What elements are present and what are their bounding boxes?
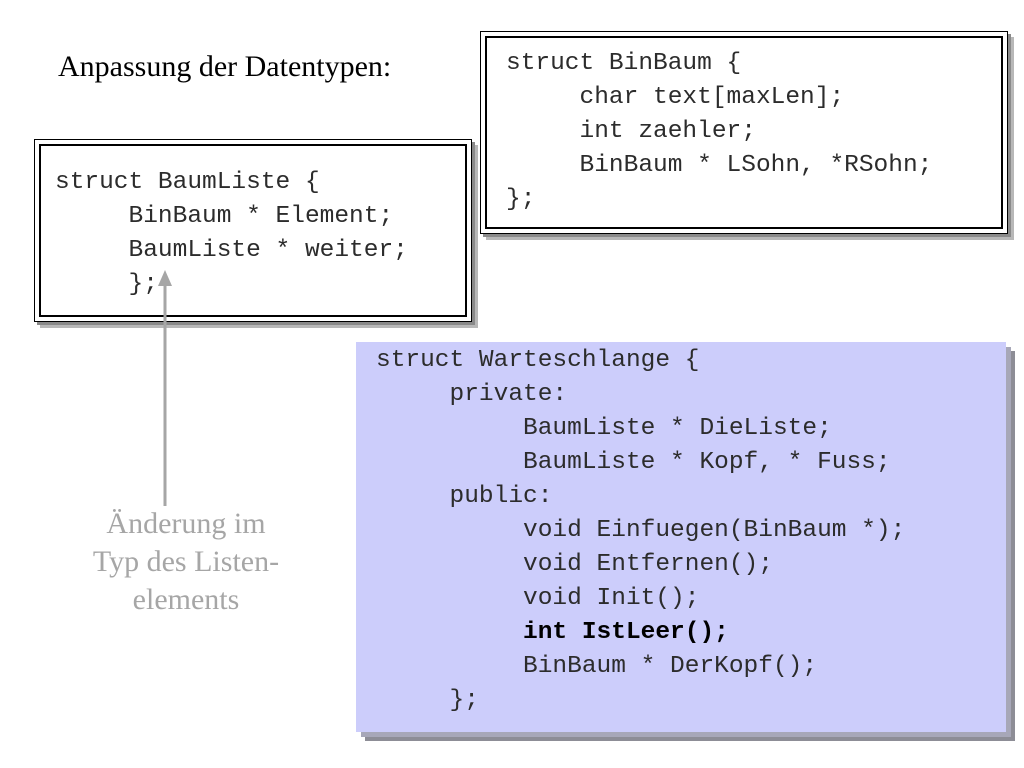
code-line-highlighted: int IstLeer(); bbox=[376, 619, 729, 646]
code-line: void Init(); bbox=[376, 585, 700, 612]
slide-heading: Anpassung der Datentypen: bbox=[58, 50, 392, 83]
annotation-line: elements bbox=[132, 583, 240, 616]
code-line: BinBaum * DerKopf(); bbox=[376, 653, 818, 680]
warteschlange-struct-box bbox=[356, 342, 1006, 732]
code-line: BaumListe * Kopf, * Fuss; bbox=[376, 449, 891, 476]
code-line: struct BaumListe { bbox=[55, 169, 320, 196]
code-line: }; bbox=[506, 186, 536, 213]
annotation-line: Typ des Listen- bbox=[92, 545, 280, 578]
code-line: void Entfernen(); bbox=[376, 551, 773, 578]
code-line: void Einfuegen(BinBaum *); bbox=[376, 517, 906, 544]
warteschlange-struct-code: struct Warteschlange { private: BaumList… bbox=[376, 344, 905, 718]
code-line: public: bbox=[376, 483, 553, 510]
code-line: BinBaum * LSohn, *RSohn; bbox=[506, 152, 933, 179]
code-line: struct Warteschlange { bbox=[376, 347, 700, 374]
baumliste-struct-box bbox=[34, 139, 472, 322]
binbaum-struct-box bbox=[480, 31, 1008, 234]
annotation-text: Änderung im Typ des Listen- elements bbox=[56, 505, 316, 619]
code-line: BaumListe * weiter; bbox=[55, 237, 408, 264]
code-line: char text[maxLen]; bbox=[506, 84, 845, 111]
binbaum-struct-code: struct BinBaum { char text[maxLen]; int … bbox=[506, 47, 932, 217]
code-line: }; bbox=[55, 271, 158, 298]
annotation-line: Änderung im bbox=[106, 507, 266, 540]
code-line: int zaehler; bbox=[506, 118, 756, 145]
annotation-arrow-icon bbox=[158, 270, 172, 506]
code-line: }; bbox=[376, 687, 479, 714]
code-line: struct BinBaum { bbox=[506, 50, 742, 77]
baumliste-struct-code: struct BaumListe { BinBaum * Element; Ba… bbox=[55, 166, 408, 302]
code-line: BinBaum * Element; bbox=[55, 203, 394, 230]
code-line: private: bbox=[376, 381, 568, 408]
code-line: BaumListe * DieListe; bbox=[376, 415, 832, 442]
